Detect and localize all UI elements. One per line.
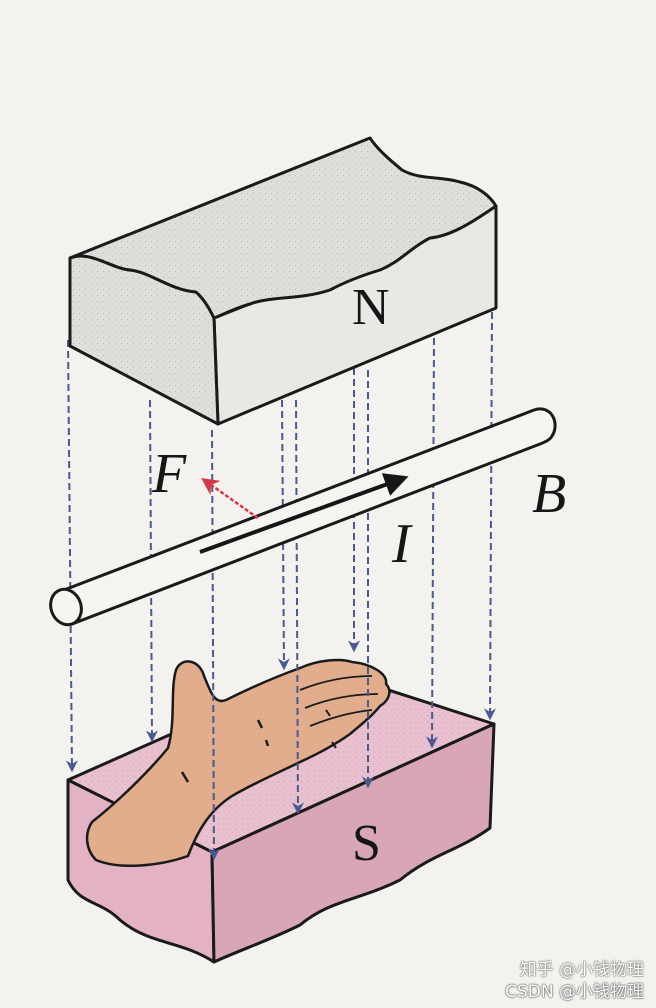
north-magnet-top (68, 136, 498, 320)
field-line (65, 339, 78, 773)
watermark-text: CSDN @小钱物理 (505, 982, 644, 1002)
field-label: B (532, 463, 567, 525)
watermark: CSDN @小钱物理 (505, 977, 644, 1002)
field-line (291, 399, 304, 815)
field-line (207, 429, 220, 861)
watermark-zhihu-text: 知乎 @小钱物理 (519, 960, 644, 980)
watermark-zhihu: 知乎 @小钱物理 (520, 955, 644, 980)
current-arrow (199, 473, 409, 554)
rod-end (49, 587, 83, 627)
north-magnet (68, 136, 498, 426)
field-line (484, 311, 497, 721)
south-pole-label: S (352, 815, 381, 872)
current-label: I (392, 513, 411, 575)
north-pole-label: N (352, 279, 390, 336)
hand-shape (85, 658, 391, 868)
rod-body (62, 407, 557, 626)
force-label: F (152, 443, 187, 505)
force-arrow (201, 477, 259, 520)
south-magnet-side (210, 722, 496, 964)
conductor-rod (49, 407, 557, 627)
left-hand (85, 658, 391, 868)
field-line (426, 337, 439, 749)
